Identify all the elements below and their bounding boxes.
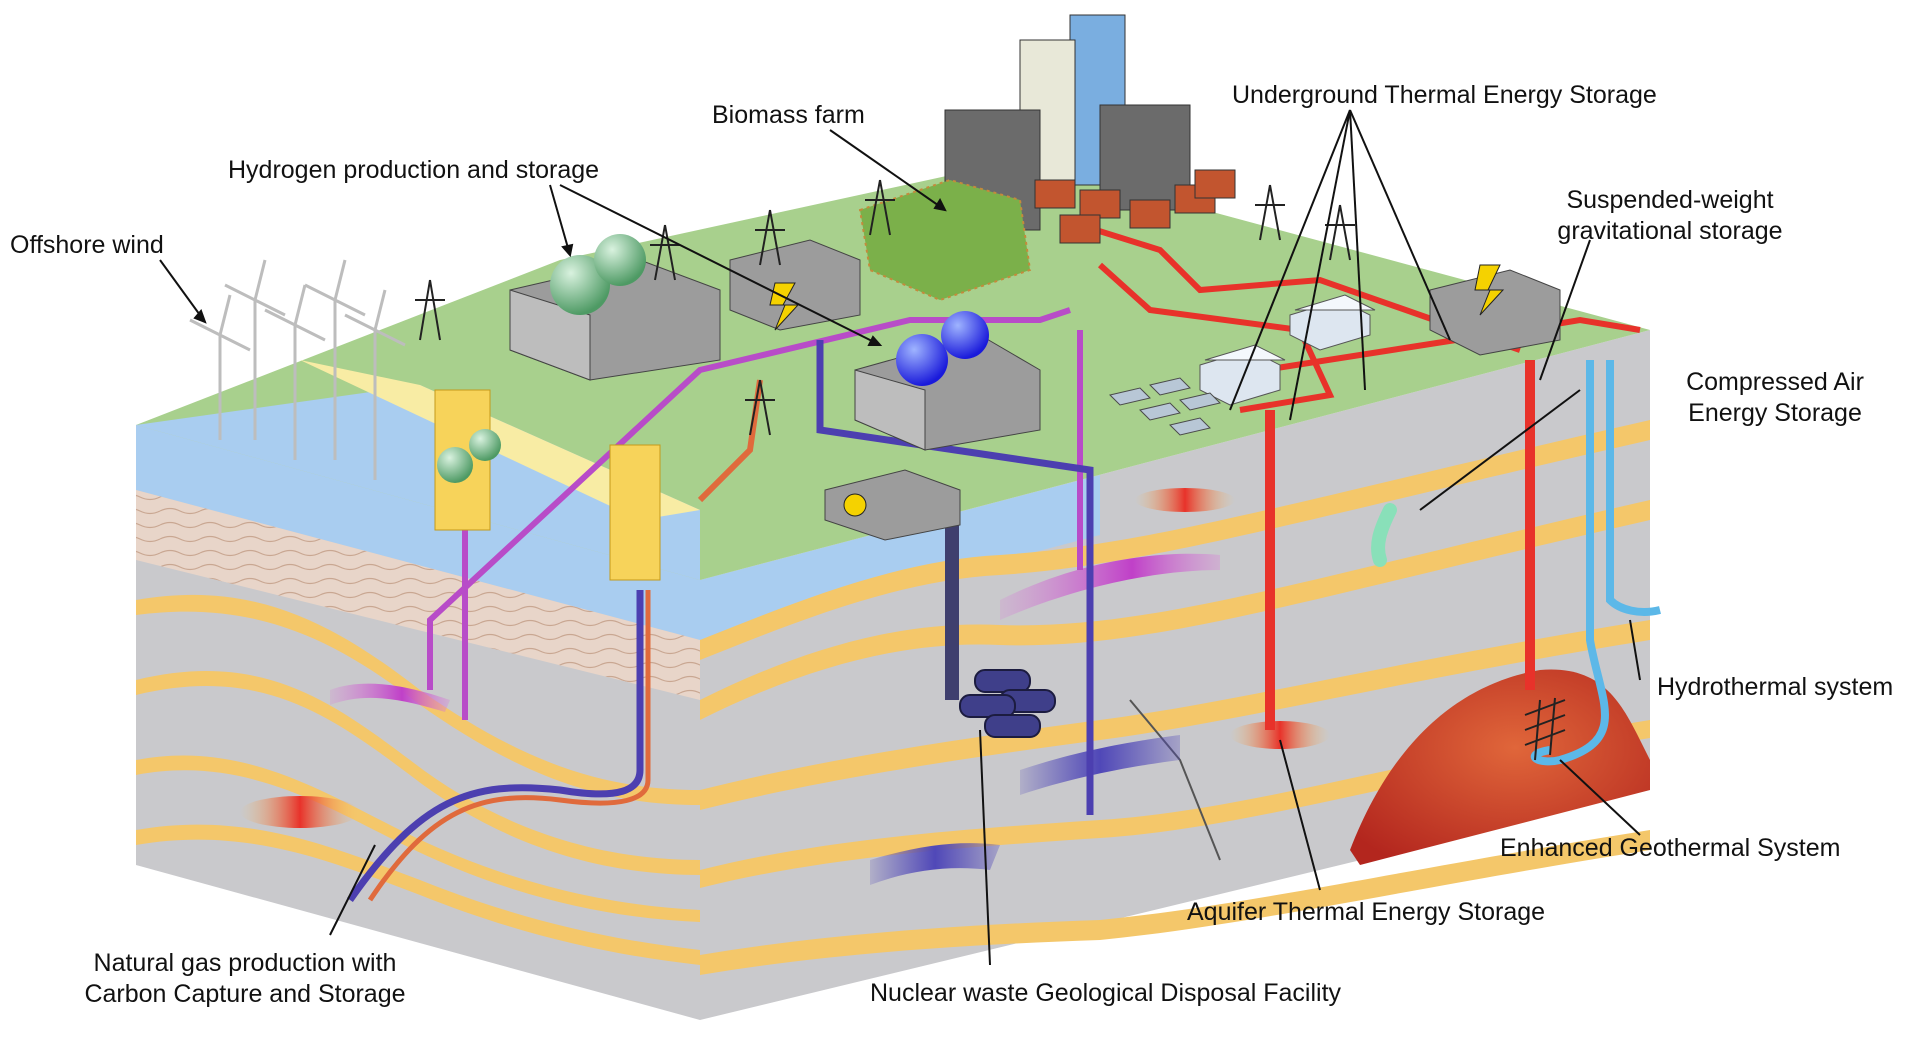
wind-turbines (189, 259, 406, 480)
houses (1034, 169, 1236, 244)
fracture-network (1524, 697, 1566, 761)
label-ccs: Natural gas production with Carbon Captu… (55, 948, 435, 1010)
label-gravity-line1: Suspended-weight (1566, 186, 1774, 214)
power-station-right (1429, 264, 1561, 356)
blue-tank-1 (896, 334, 948, 386)
label-ates: Aquifer Thermal Energy Storage (1187, 898, 1546, 926)
power-station-middle (729, 239, 861, 331)
blue-tank-2 (941, 311, 989, 359)
radiation-icon (843, 493, 867, 517)
label-caes-line2: Energy Storage (1688, 399, 1862, 427)
label-hydrothermal: Hydrothermal system (1657, 673, 1894, 701)
label-gravity: Suspended-weight gravitational storage (1520, 185, 1820, 247)
sea-surface (136, 385, 700, 580)
label-offshore-wind: Offshore wind (10, 231, 164, 259)
solar-panels (1109, 377, 1221, 436)
label-ccs-line1: Natural gas production with (93, 949, 397, 977)
subsurface-features (240, 307, 1661, 903)
front-face (136, 425, 700, 1020)
label-caes-line1: Compressed Air (1686, 368, 1864, 396)
lightning-icon (769, 282, 800, 331)
offshore-platforms (434, 389, 661, 581)
magma-body (1350, 669, 1650, 865)
label-gravity-line2: gravitational storage (1557, 217, 1783, 245)
hydrogen-plant (854, 311, 1041, 451)
nuclear-shaft (945, 525, 959, 700)
nuclear-building (824, 469, 961, 541)
pylons (415, 179, 1355, 436)
label-egs: Enhanced Geothermal System (1500, 834, 1841, 862)
callout-arrows (159, 109, 1641, 966)
h2-tank-1 (550, 255, 610, 315)
waste-canisters (959, 669, 1056, 738)
label-utes: Underground Thermal Energy Storage (1232, 81, 1657, 109)
sea-layer (136, 425, 700, 640)
h2-tank-2 (594, 234, 646, 286)
label-nuclear: Nuclear waste Geological Disposal Facili… (870, 979, 1342, 1007)
power-station-left (509, 234, 721, 381)
label-hydrogen: Hydrogen production and storage (228, 156, 600, 184)
lightning-icon-2 (1474, 264, 1505, 316)
biomass-farm (858, 178, 1032, 302)
label-ccs-line2: Carbon Capture and Storage (84, 980, 406, 1008)
label-caes: Compressed Air Energy Storage (1660, 367, 1890, 429)
label-biomass: Biomass farm (712, 101, 865, 129)
